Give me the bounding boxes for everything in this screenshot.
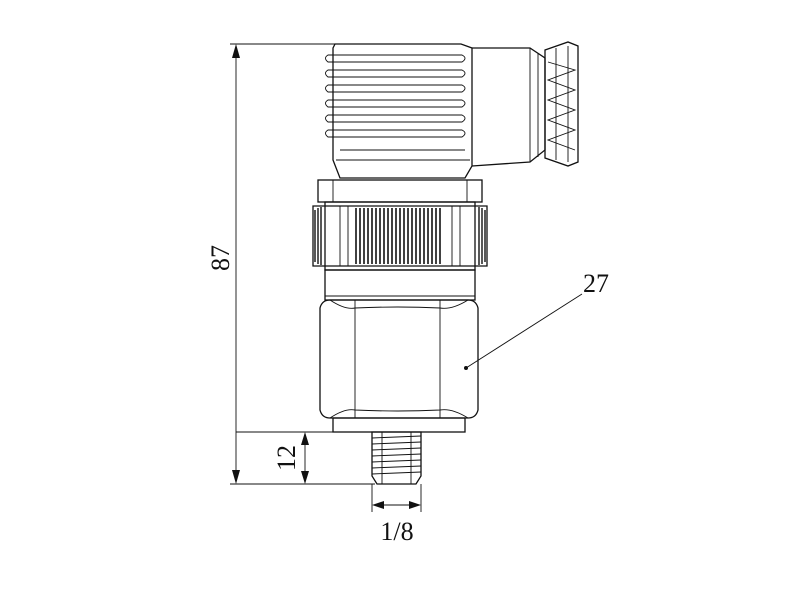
cable-gland-nut [544,41,579,167]
body-collar [317,179,483,203]
cable-outlet [471,47,546,167]
knurl-hatching-left [314,207,322,265]
hex-size-label: 27 [583,269,609,298]
dimension-thread-size: 1/8 [371,484,422,546]
base-flange [332,417,466,433]
dimension-thread-length: 12 [236,431,340,484]
connector-head [325,43,473,179]
thread-size-label: 1/8 [380,517,413,546]
thread-lines [371,435,422,475]
knurl-hatching-center [355,208,441,264]
threaded-spigot [371,431,422,485]
dimension-hex-size: 27 [464,269,609,370]
dimension-overall-height: 87 [206,43,375,485]
hex-nut [319,299,479,419]
thread-length-label: 12 [272,445,301,471]
overall-height-label: 87 [206,245,235,271]
knurled-ring [312,201,488,271]
knurl-hatching-right [478,207,486,265]
body-neck [324,269,476,301]
